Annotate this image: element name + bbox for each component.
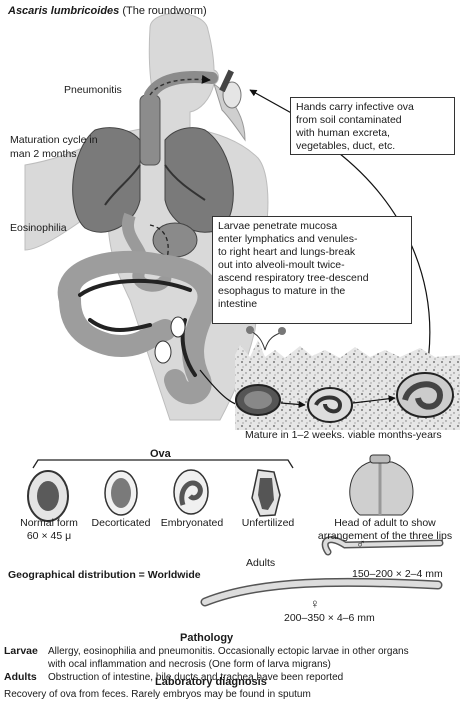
ova-normal-size: 60 × 45 μ bbox=[26, 530, 72, 542]
larvae-box: Larvae penetrate mucosa enter lymphatics… bbox=[212, 216, 412, 324]
lab-text: Recovery of ova from feces. Rarely embry… bbox=[4, 689, 311, 700]
hands-line: with human excreta, bbox=[296, 127, 390, 139]
male-symbol: ♂ bbox=[356, 536, 366, 551]
adult-head bbox=[349, 454, 414, 516]
larvae-line: ascend respiratory tree-descend bbox=[218, 272, 369, 284]
larvae-line: out into alveoli-moult twice- bbox=[218, 259, 345, 271]
head-caption: Head of adult to show arrangement of the… bbox=[310, 517, 460, 543]
ova-decorticated-label: Decorticated bbox=[91, 517, 151, 529]
ova-normal-name: Normal form bbox=[20, 517, 78, 529]
hands-line: Hands carry infective ova bbox=[296, 101, 414, 113]
head-caption-line: Head of adult to show bbox=[334, 517, 436, 529]
adults-label: Adults bbox=[246, 557, 276, 569]
soil-ova bbox=[235, 372, 454, 423]
lungs bbox=[72, 127, 234, 233]
pathology-heading: Pathology bbox=[180, 632, 234, 644]
pathology-term-larvae: Larvae bbox=[4, 645, 38, 657]
head-caption-line: arrangement of the three lips bbox=[317, 530, 453, 542]
title-common: (The roundworm) bbox=[122, 5, 207, 17]
ova-bracket bbox=[32, 459, 294, 469]
lab-heading: Laboratory diagnosis bbox=[155, 676, 267, 688]
pathology-larvae-line: Allergy, eosinophilia and pneumonitis. O… bbox=[48, 646, 409, 657]
pathology-term-adults: Adults bbox=[4, 671, 37, 683]
label-pneumonitis: Pneumonitis bbox=[64, 84, 122, 96]
larvae-line: enter lymphatics and venules- bbox=[218, 233, 358, 245]
hands-line: from soil contaminated bbox=[296, 114, 402, 126]
pathology-larvae-line: with ocal inflammation and necrosis (One… bbox=[48, 659, 331, 670]
title: Ascaris lumbricoides (The roundworm) bbox=[8, 5, 207, 18]
distribution: Geographical distribution = Worldwide bbox=[8, 569, 201, 581]
ova-heading: Ova bbox=[150, 448, 171, 460]
title-species: Ascaris lumbricoides bbox=[8, 5, 120, 17]
female-size: 200–350 × 4–6 mm bbox=[284, 612, 375, 624]
label-maturation-2: man 2 months bbox=[10, 148, 77, 160]
heart bbox=[152, 222, 198, 258]
female-symbol: ♀ bbox=[310, 596, 320, 611]
larvae-line: Larvae penetrate mucosa bbox=[218, 220, 338, 232]
label-maturation-1: Maturation cycle in bbox=[10, 134, 98, 146]
ova-embryonated-label: Embryonated bbox=[160, 517, 224, 529]
label-eosinophilia: Eosinophilia bbox=[10, 222, 67, 234]
larvae-line: intestine bbox=[218, 298, 258, 310]
pathology-adults-line: Obstruction of intestine, bile ducts and… bbox=[48, 672, 344, 683]
hands-line: vegetables, duct, etc. bbox=[296, 140, 396, 152]
ova-row bbox=[27, 469, 281, 522]
larvae-line: to right heart and lungs-break bbox=[218, 246, 356, 258]
adult-worms bbox=[200, 536, 444, 607]
large-intestine bbox=[57, 251, 220, 405]
ova-normal-label: Normal form 60 × 45 μ bbox=[8, 517, 90, 543]
ova-unfertilized-label: Unfertilized bbox=[241, 517, 295, 529]
label-mature: Mature in 1–2 weeks. viable months-years bbox=[245, 429, 442, 441]
larvae-line: esophagus to mature in the bbox=[218, 285, 346, 297]
ovum-embryonated bbox=[173, 469, 209, 515]
hands-box: Hands carry infective ova from soil cont… bbox=[290, 97, 455, 155]
respiratory-tract bbox=[139, 70, 218, 166]
male-size: 150–200 × 2–4 mm bbox=[352, 568, 443, 580]
